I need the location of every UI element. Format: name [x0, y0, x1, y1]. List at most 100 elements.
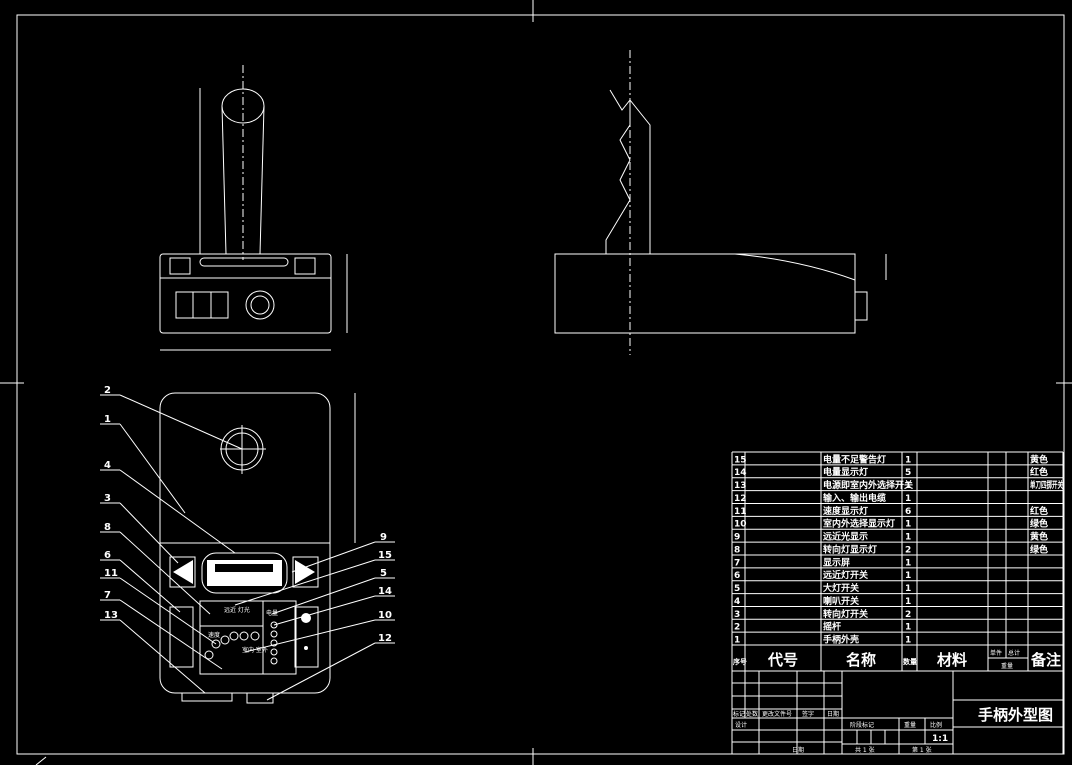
parts-row-name: 远近灯开关: [823, 569, 868, 581]
parts-row-name: 转向灯开关: [823, 608, 868, 620]
parts-list-table: 15电量不足警告灯1黄色14电量显示灯5红色13电源即室内外选择开关1单刀四掷开…: [731, 451, 1064, 646]
parts-row-no: 10: [734, 520, 747, 530]
parts-row-no: 7: [734, 558, 740, 568]
tb-label-date-2: 日期: [792, 746, 804, 754]
callout-13: 13: [104, 610, 118, 621]
parts-row-qty: 2: [905, 545, 911, 555]
parts-row-no: 2: [734, 623, 740, 633]
parts-row-name: 电源即室内外选择开关: [823, 479, 913, 491]
tb-label-stage: 阶段标记: [850, 721, 874, 729]
parts-row-name: 室内外选择显示灯: [823, 518, 895, 530]
parts-row-no: 5: [734, 584, 740, 594]
tb-label-design: 设计: [735, 721, 747, 729]
parts-row-name: 速度显示灯: [823, 505, 868, 517]
header-qty: 数量: [903, 657, 917, 666]
light-switch-label: 远近 灯光: [224, 606, 250, 614]
parts-row-qty: 6: [905, 507, 911, 517]
battery-indicator-label: 电量: [266, 609, 278, 617]
tb-label-sheet-no: 第 1 张: [912, 746, 932, 754]
parts-list-header: 序号 代号 名称 数量 材料 单件 总计 重量 备注: [731, 644, 1064, 672]
parts-row-name: 喇叭开关: [823, 595, 859, 607]
callout-14: 14: [378, 586, 392, 597]
parts-row: 1 手柄外壳 1: [731, 632, 1064, 646]
callouts-right: 9 15 5 14 10 12: [234, 532, 395, 701]
callout-3: 3: [104, 493, 111, 504]
header-weight: 重量: [1001, 662, 1013, 670]
tb-label-sign: 签字: [802, 710, 814, 718]
parts-row-no: 6: [734, 571, 740, 581]
parts-row-note: 红色: [1030, 505, 1048, 517]
parts-row-qty: 1: [905, 623, 911, 633]
callouts-left: 2 1 4 3 8 6 11 7 13: [100, 385, 243, 694]
parts-row-name: 远近光显示: [823, 531, 868, 543]
callout-11: 11: [104, 568, 118, 579]
parts-row: 11 速度显示灯 6 红色: [731, 503, 1064, 517]
parts-row-qty: 1: [905, 481, 911, 491]
parts-row: 6 远近灯开关 1: [731, 567, 1064, 582]
parts-row-name: 摇杆: [823, 621, 841, 633]
parts-row: 2 摇杆 1: [731, 619, 1064, 633]
parts-row-no: 8: [734, 545, 740, 555]
parts-row: 4 喇叭开关 1: [731, 593, 1064, 607]
parts-row-note: 单刀四掷开关: [1030, 479, 1063, 491]
parts-row-name: 输入、输出电缆: [823, 492, 886, 504]
parts-row-name: 大灯开关: [823, 582, 859, 594]
callout-7: 7: [104, 590, 111, 601]
parts-row-no: 15: [734, 455, 747, 465]
parts-row-no: 1: [734, 636, 740, 646]
tb-label-total-sheets: 共 1 张: [855, 746, 875, 754]
top-plan-view: 速度 电量 远近 灯光 室内 室外: [159, 392, 356, 704]
parts-row-qty: 1: [905, 455, 911, 465]
parts-row-qty: 1: [905, 494, 911, 504]
callout-2: 2: [104, 385, 111, 396]
parts-row-note: 绿色: [1030, 518, 1048, 530]
tb-label-change-doc: 更改文件号: [762, 710, 792, 718]
callout-6: 6: [104, 550, 111, 561]
parts-row-no: 11: [734, 507, 747, 517]
parts-row-qty: 1: [905, 558, 911, 568]
callout-12: 12: [378, 633, 392, 644]
parts-row-qty: 1: [905, 571, 911, 581]
parts-row: 13电源即室内外选择开关1单刀四掷开关: [731, 477, 1064, 492]
parts-row-no: 9: [734, 533, 740, 543]
parts-row-name: 转向灯显示灯: [823, 543, 877, 555]
side-view: [554, 50, 887, 355]
header-code: 代号: [767, 651, 798, 669]
speed-indicator-label: 速度: [208, 631, 220, 639]
callout-9: 9: [380, 532, 387, 543]
parts-row-name: 电量不足警告灯: [823, 453, 886, 465]
tb-label-date: 日期: [827, 710, 839, 718]
parts-row-note: 黄色: [1030, 453, 1048, 465]
header-note: 备注: [1030, 651, 1061, 669]
title-block: 标记 处数 更改文件号 签字 日期 设计 日期 阶段标记 重量 比例 共 1 张…: [731, 670, 1064, 755]
tb-label-count: 处数: [746, 710, 758, 718]
parts-row-qty: 1: [905, 584, 911, 594]
parts-row-no: 3: [734, 610, 740, 620]
header-name: 名称: [846, 651, 876, 669]
parts-row-name: 手柄外壳: [823, 634, 859, 646]
drawing-title: 手柄外型图: [978, 706, 1053, 724]
parts-row-qty: 5: [905, 468, 911, 478]
parts-row-note: 红色: [1030, 466, 1048, 478]
parts-row-no: 4: [734, 597, 740, 607]
callout-1: 1: [104, 414, 111, 425]
callout-5: 5: [380, 568, 387, 579]
parts-row: 15 电量不足警告灯 1 黄色: [731, 452, 1064, 466]
parts-row-qty: 1: [905, 597, 911, 607]
header-material: 材料: [937, 651, 967, 669]
callout-8: 8: [104, 522, 111, 533]
callout-15: 15: [378, 550, 392, 561]
parts-row-name: 电量显示灯: [823, 466, 868, 478]
parts-row-qty: 1: [905, 636, 911, 646]
parts-row-name: 显示屏: [823, 557, 850, 568]
header-unit: 单件: [990, 649, 1002, 657]
